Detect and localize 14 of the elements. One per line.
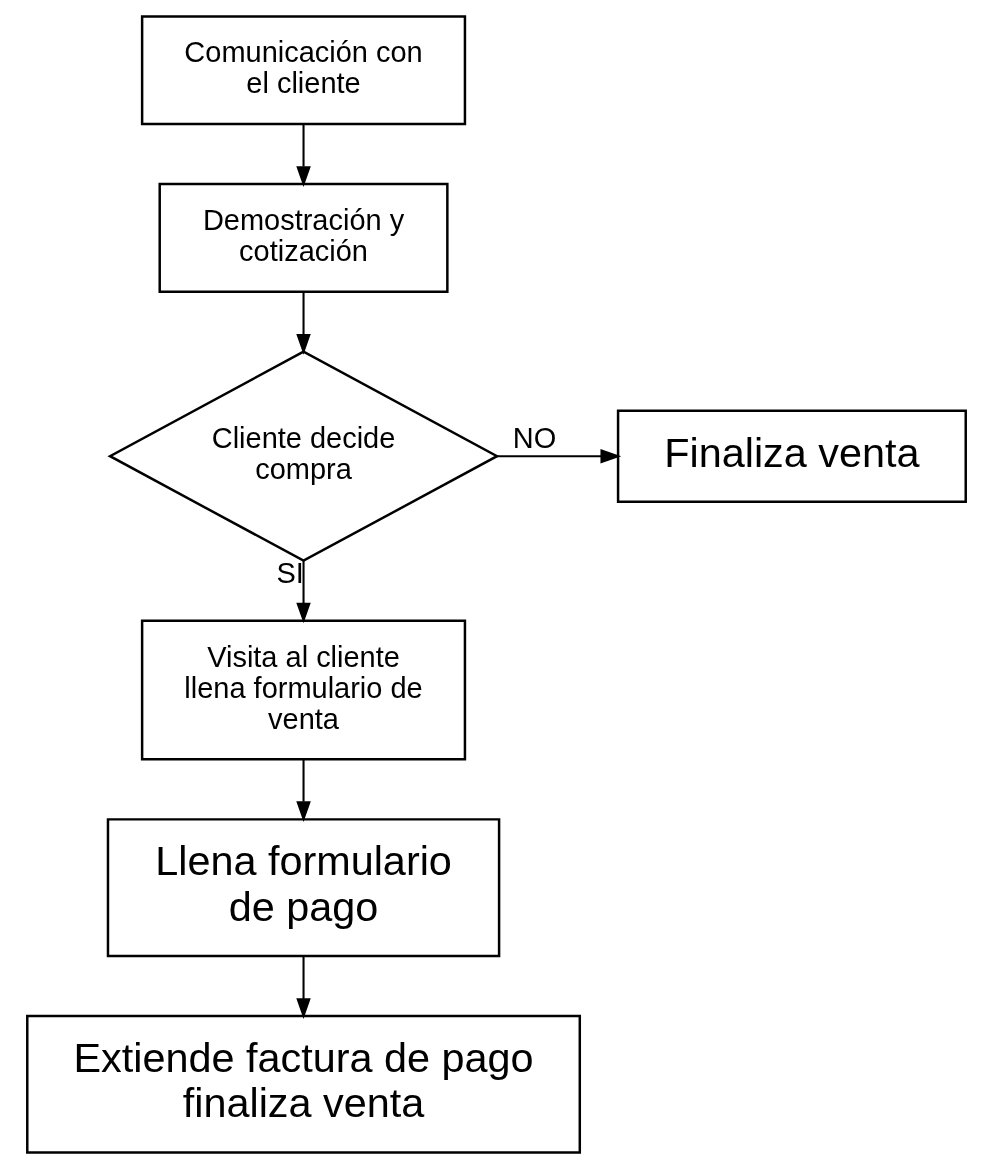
arrow xyxy=(497,448,622,464)
node-box: Visita al cliente llena formulario de venta xyxy=(140,619,467,761)
arrow xyxy=(296,561,311,624)
node-box: Comunicación con el cliente xyxy=(140,15,467,126)
edge-label: NO xyxy=(512,422,557,455)
arrow xyxy=(296,759,311,823)
node-box: Llena formulario de pago xyxy=(106,818,501,958)
arrow xyxy=(296,291,311,355)
node-box: Finaliza venta xyxy=(616,409,967,503)
node-box: Extiende factura de pago finaliza venta xyxy=(26,1014,582,1154)
node-diamond: Cliente decide compra xyxy=(107,350,500,563)
arrow xyxy=(296,124,311,187)
arrow xyxy=(296,955,311,1019)
node-box: Demostración y cotización xyxy=(158,182,449,293)
